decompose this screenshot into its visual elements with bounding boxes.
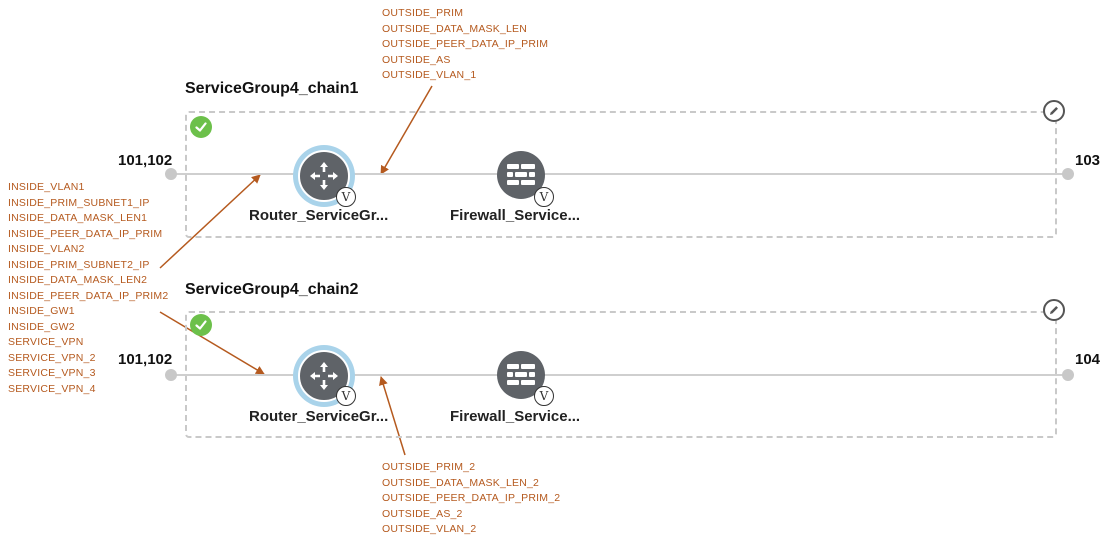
annotation-line: OUTSIDE_PRIM_2 (382, 461, 476, 473)
firewall-label: Firewall_Service... (450, 408, 581, 425)
annotation-line: SERVICE_VPN_4 (8, 382, 96, 395)
annotation-left-inside: INSIDE_VLAN1 INSIDE_PRIM_SUBNET1_IP INSI… (8, 180, 168, 397)
annotation-line: INSIDE_PRIM_SUBNET1_IP (8, 196, 150, 209)
firewall-node[interactable] (497, 151, 545, 199)
annotation-line: INSIDE_PRIM_SUBNET2_IP (8, 258, 150, 271)
left-endpoint-label: 101,102 (118, 152, 173, 169)
right-endpoint-label: 103 (1075, 152, 1101, 169)
arrow-inside-chain1 (159, 174, 261, 269)
arrow-outside-chain1 (380, 85, 433, 175)
annotation-line: INSIDE_GW1 (8, 305, 75, 317)
annotation-line: OUTSIDE_DATA_MASK_LEN_2 (382, 476, 540, 489)
vmanage-v-badge-icon: V (534, 187, 554, 207)
chain-connection-line (171, 173, 1068, 175)
left-endpoint-label: 101,102 (118, 351, 173, 368)
chain-connection-line (171, 374, 1068, 376)
annotation-line: OUTSIDE_PRIM (382, 7, 464, 19)
annotation-line: OUTSIDE_VLAN_2 (382, 523, 477, 535)
vmanage-v-badge-icon: V (336, 386, 356, 406)
left-endpoint-dot[interactable] (165, 168, 177, 180)
annotation-line: OUTSIDE_AS_2 (382, 507, 463, 520)
vmanage-v-badge-icon: V (534, 386, 554, 406)
check-icon (190, 314, 212, 336)
annotation-line: OUTSIDE_PEER_DATA_IP_PRIM_2 (382, 492, 561, 504)
router-label: Router_ServiceGr... (249, 207, 389, 224)
check-icon (190, 116, 212, 138)
annotation-line: OUTSIDE_AS (382, 53, 451, 66)
annotation-line: OUTSIDE_PEER_DATA_IP_PRIM (382, 38, 549, 50)
annotation-bottom-outside: OUTSIDE_PRIM_2 OUTSIDE_DATA_MASK_LEN_2 O… (382, 460, 560, 538)
annotation-line: SERVICE_VPN (8, 336, 84, 348)
annotation-line: SERVICE_VPN_3 (8, 367, 96, 379)
annotation-line: INSIDE_DATA_MASK_LEN2 (8, 274, 148, 286)
annotation-line: INSIDE_PEER_DATA_IP_PRIM (8, 227, 163, 240)
firewall-brick-icon (507, 164, 535, 185)
edit-pencil-icon[interactable] (1043, 100, 1065, 122)
vmanage-v-badge-icon: V (336, 187, 356, 207)
right-endpoint-dot[interactable] (1062, 369, 1074, 381)
arrow-inside-chain2 (159, 311, 265, 375)
annotation-line: OUTSIDE_DATA_MASK_LEN (382, 22, 528, 35)
right-endpoint-label: 104 (1075, 351, 1101, 368)
router-arrows-icon (298, 350, 350, 402)
left-endpoint-dot[interactable] (165, 369, 177, 381)
annotation-line: SERVICE_VPN_2 (8, 351, 96, 364)
annotation-line: INSIDE_PEER_DATA_IP_PRIM2 (8, 289, 169, 302)
firewall-brick-icon (507, 364, 535, 385)
annotation-line: INSIDE_DATA_MASK_LEN1 (8, 212, 148, 224)
chain-title: ServiceGroup4_chain2 (185, 281, 359, 298)
chain-title: ServiceGroup4_chain1 (185, 80, 359, 97)
annotation-line: OUTSIDE_VLAN_1 (382, 69, 477, 81)
firewall-label: Firewall_Service... (450, 207, 581, 224)
annotation-line: INSIDE_VLAN2 (8, 243, 85, 255)
annotation-line: INSIDE_VLAN1 (8, 181, 85, 193)
router-label: Router_ServiceGr... (249, 408, 389, 425)
edit-pencil-icon[interactable] (1043, 299, 1065, 321)
annotation-top-outside: OUTSIDE_PRIM OUTSIDE_DATA_MASK_LEN OUTSI… (382, 6, 548, 84)
right-endpoint-dot[interactable] (1062, 168, 1074, 180)
arrow-outside-chain2 (379, 376, 406, 456)
annotation-line: INSIDE_GW2 (8, 320, 75, 333)
